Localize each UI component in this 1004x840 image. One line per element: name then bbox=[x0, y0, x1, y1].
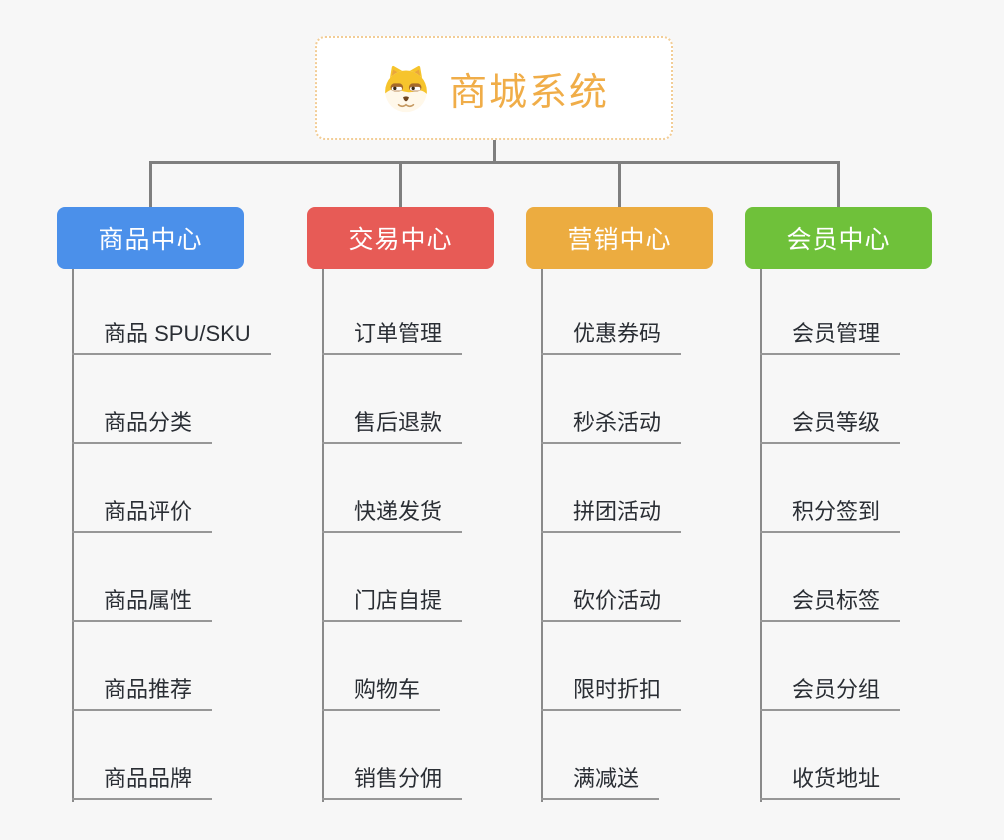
leaf-node[interactable]: 订单管理 bbox=[322, 317, 463, 355]
root-node[interactable]: 商城系统 bbox=[315, 36, 673, 140]
leaf-node[interactable]: 满减送 bbox=[541, 762, 660, 800]
leaf-node[interactable]: 商品品牌 bbox=[72, 762, 213, 800]
branch-header-member-center[interactable]: 会员中心 bbox=[745, 207, 932, 269]
branch-header-label: 商品中心 bbox=[98, 226, 203, 254]
leaf-node[interactable]: 拼团活动 bbox=[541, 495, 682, 533]
branch-trunk bbox=[541, 269, 543, 802]
leaf-node[interactable]: 购物车 bbox=[322, 673, 441, 711]
connector-root-stem bbox=[493, 140, 496, 162]
leaf-node[interactable]: 商品分类 bbox=[72, 406, 213, 444]
leaf-node[interactable]: 商品 SPU/SKU bbox=[72, 317, 271, 355]
branch-header-label: 营销中心 bbox=[567, 226, 672, 254]
leaf-node[interactable]: 销售分佣 bbox=[322, 762, 463, 800]
leaf-node[interactable]: 门店自提 bbox=[322, 584, 463, 622]
branch-header-trade-center[interactable]: 交易中心 bbox=[307, 207, 494, 269]
branch-header-product-center[interactable]: 商品中心 bbox=[57, 207, 244, 269]
leaf-node[interactable]: 收货地址 bbox=[760, 762, 901, 800]
connector-drop-marketing bbox=[618, 163, 621, 208]
connector-drop-member bbox=[837, 163, 840, 208]
root-title: 商城系统 bbox=[448, 71, 609, 114]
branch-header-label: 交易中心 bbox=[348, 226, 453, 254]
dog-icon bbox=[379, 63, 433, 113]
branch-header-label: 会员中心 bbox=[786, 226, 891, 254]
leaf-node[interactable]: 会员分组 bbox=[760, 673, 901, 711]
leaf-node[interactable]: 砍价活动 bbox=[541, 584, 682, 622]
leaf-node[interactable]: 售后退款 bbox=[322, 406, 463, 444]
connector-drop-trade bbox=[399, 163, 402, 208]
leaf-node[interactable]: 商品属性 bbox=[72, 584, 213, 622]
leaf-node[interactable]: 商品评价 bbox=[72, 495, 213, 533]
branch-header-marketing-center[interactable]: 营销中心 bbox=[526, 207, 713, 269]
branch-trunk bbox=[72, 269, 74, 802]
branch-trunk bbox=[760, 269, 762, 802]
leaf-node[interactable]: 会员等级 bbox=[760, 406, 901, 444]
connector-bus bbox=[149, 161, 840, 164]
leaf-node[interactable]: 限时折扣 bbox=[541, 673, 682, 711]
leaf-node[interactable]: 快递发货 bbox=[322, 495, 463, 533]
leaf-node[interactable]: 会员标签 bbox=[760, 584, 901, 622]
leaf-node[interactable]: 会员管理 bbox=[760, 317, 901, 355]
connector-drop-product bbox=[149, 163, 152, 208]
leaf-node[interactable]: 秒杀活动 bbox=[541, 406, 682, 444]
leaf-node[interactable]: 优惠券码 bbox=[541, 317, 682, 355]
leaf-node[interactable]: 积分签到 bbox=[760, 495, 901, 533]
leaf-node[interactable]: 商品推荐 bbox=[72, 673, 213, 711]
branch-trunk bbox=[322, 269, 324, 802]
